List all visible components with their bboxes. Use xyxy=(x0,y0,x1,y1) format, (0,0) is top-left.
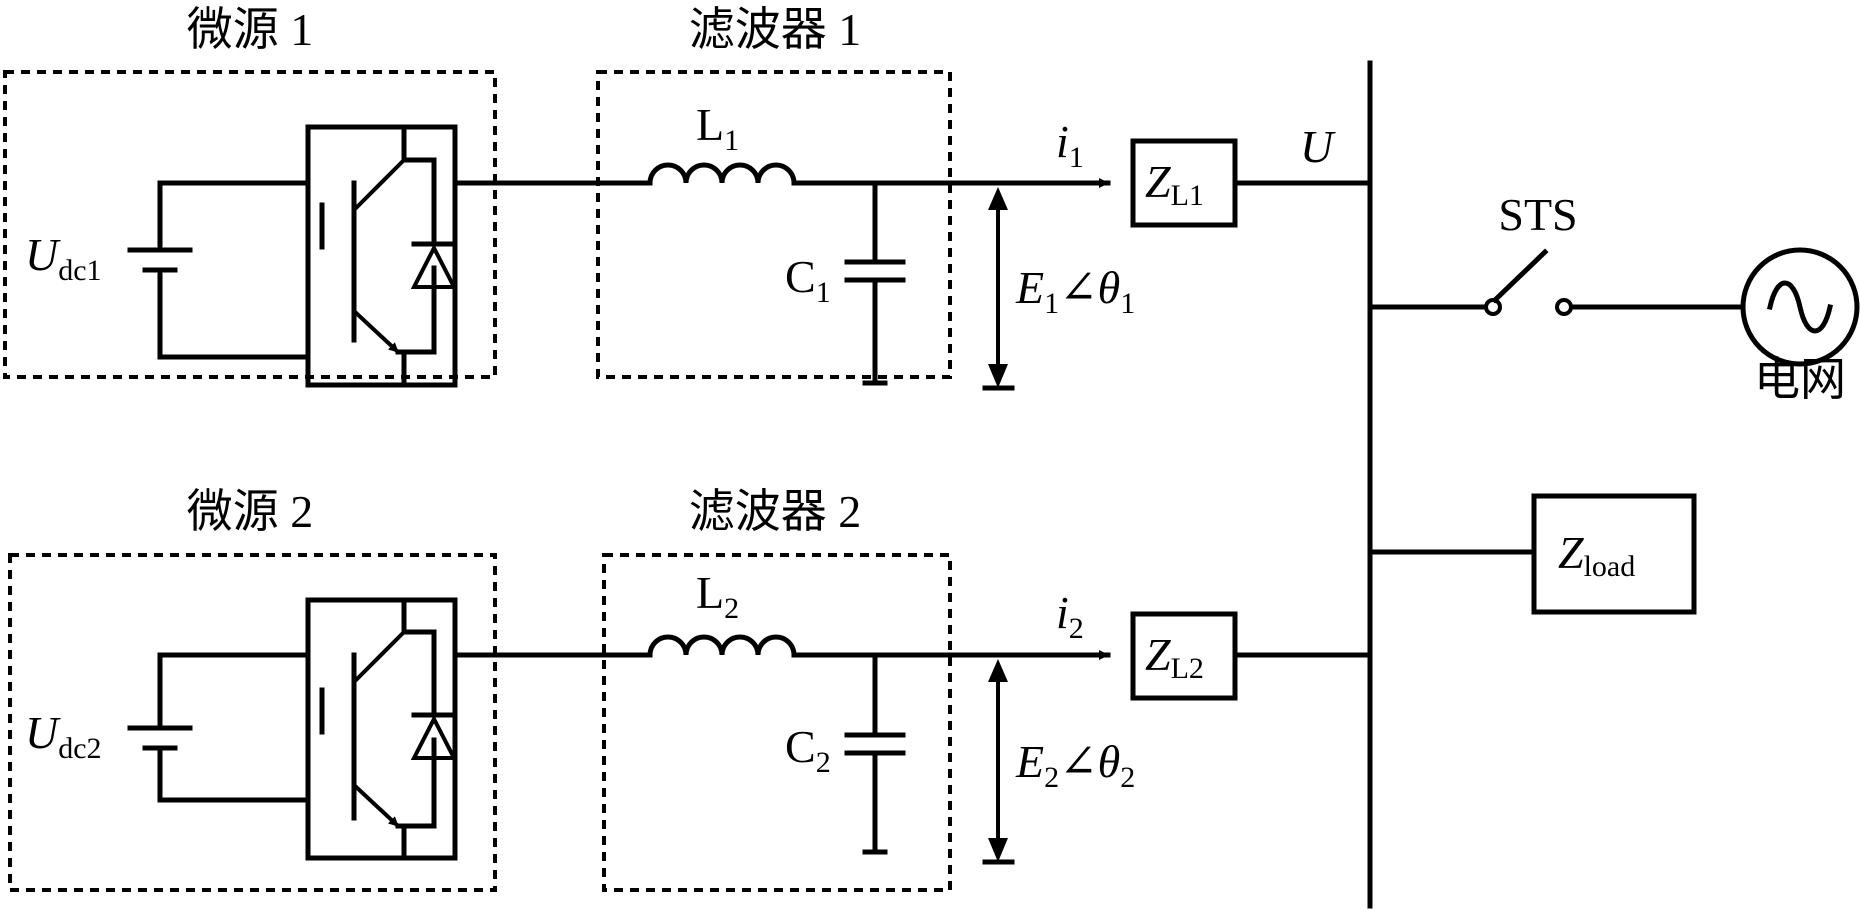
load-label: Zload xyxy=(1558,527,1635,583)
filter1-box xyxy=(596,70,952,379)
current-1-label: i1 xyxy=(1056,116,1084,174)
dc-voltage-2-label: Udc2 xyxy=(25,707,102,765)
igbt-switch-1-icon xyxy=(305,124,458,388)
filter2-title: 滤波器 2 xyxy=(689,486,862,537)
capacitor-2-icon xyxy=(844,652,906,855)
ac-source-icon xyxy=(1740,247,1860,367)
switch-blade-icon xyxy=(1491,248,1549,304)
capacitor-2-label: C2 xyxy=(785,721,831,779)
capacitor-1-icon xyxy=(844,180,906,386)
load-box xyxy=(1531,493,1697,615)
switch-contact-left-icon xyxy=(1484,298,1502,316)
line-impedance-2-label: ZL2 xyxy=(1145,629,1204,685)
voltage-1-label: E1∠θ1 xyxy=(1015,262,1135,320)
inductor-1-icon xyxy=(647,162,797,186)
current-2-label: i2 xyxy=(1056,587,1084,645)
branch-1: 微源 1 滤波器 1 Udc1 L1 xyxy=(3,4,1373,391)
voltage-arrow-1 xyxy=(982,187,1015,391)
source1-title: 微源 1 xyxy=(187,4,314,55)
sts-label: STS xyxy=(1498,189,1577,240)
source2-title: 微源 2 xyxy=(187,486,314,537)
filter1-title: 滤波器 1 xyxy=(689,4,862,55)
source1-box xyxy=(3,70,497,379)
load: Zload xyxy=(1367,493,1697,615)
dc-battery-1-icon xyxy=(127,180,311,360)
inductor-2-label: L2 xyxy=(696,567,739,625)
inductor-2-icon xyxy=(647,634,797,658)
igbt-switch-2-icon xyxy=(305,597,458,861)
inductor-1-label: L1 xyxy=(696,99,739,157)
filter2-box xyxy=(602,553,952,892)
grid-label: 电网 xyxy=(1754,354,1846,405)
branch-2: 微源 2 滤波器 2 Udc2 L2 xyxy=(8,486,1373,892)
grid-source: 电网 xyxy=(1740,247,1860,405)
line-impedance-1-label: ZL1 xyxy=(1145,156,1204,212)
capacitor-1-label: C1 xyxy=(785,251,831,309)
voltage-arrow-2 xyxy=(982,659,1015,865)
dc-battery-2-icon xyxy=(127,652,311,803)
static-transfer-switch: STS xyxy=(1367,189,1745,316)
dc-voltage-1-label: Udc1 xyxy=(25,229,102,287)
common-bus: U xyxy=(1300,60,1373,909)
source2-box xyxy=(8,553,497,892)
voltage-2-label: E2∠θ2 xyxy=(1015,736,1135,794)
switch-contact-right-icon xyxy=(1555,298,1573,316)
bus-voltage-label: U xyxy=(1300,121,1336,172)
